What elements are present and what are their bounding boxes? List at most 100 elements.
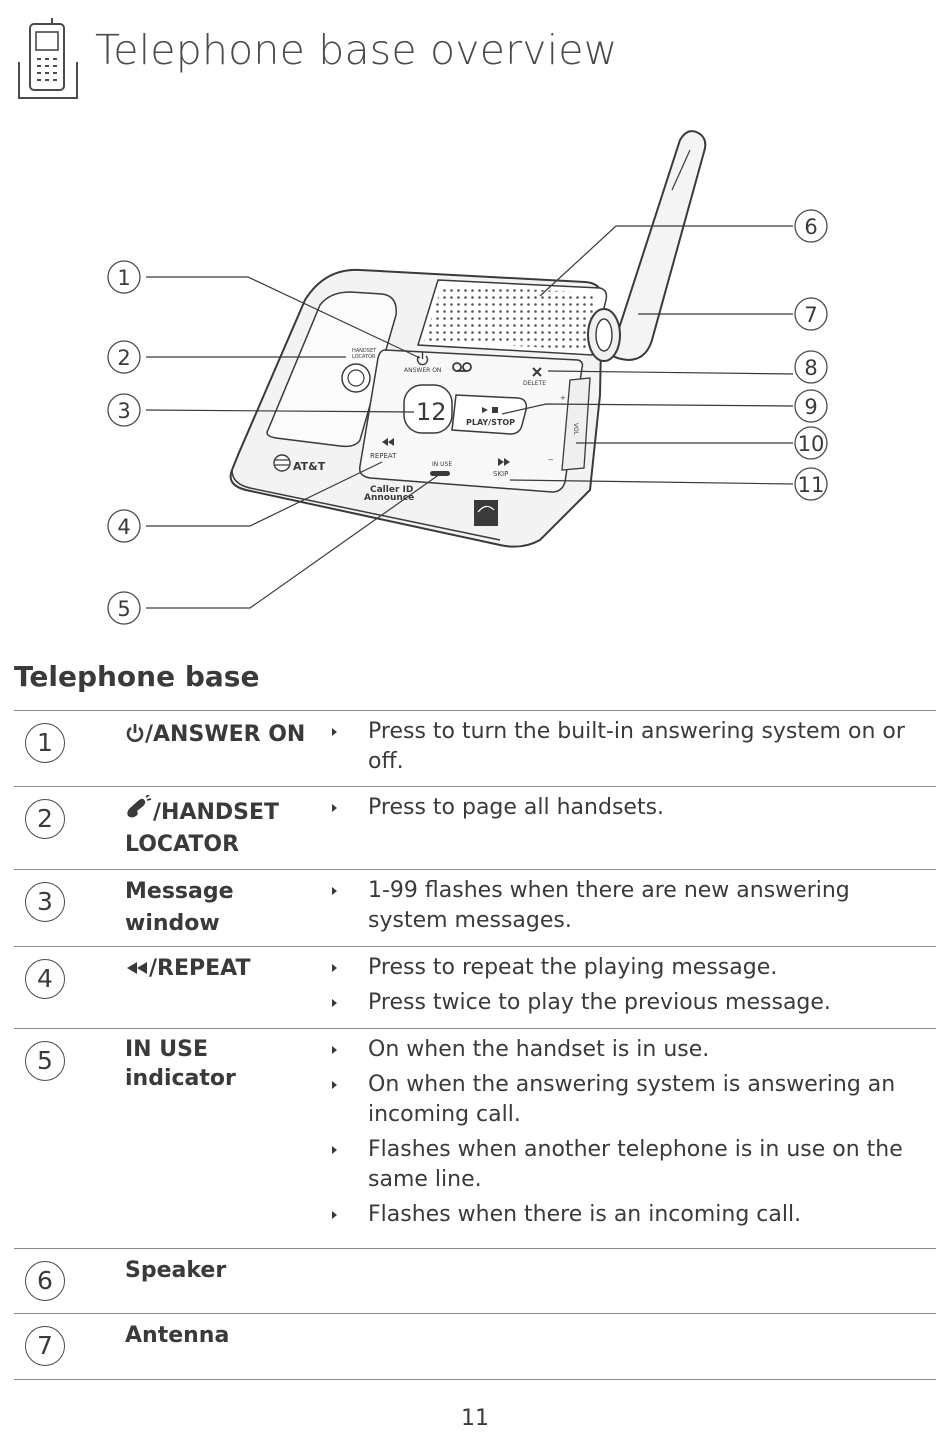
callout-num-5: 5 [117,597,130,621]
callout-3 [107,393,141,427]
handset-locator-button[interactable]: HANDSET LOCATOR [341,348,377,393]
row-bullets: Press to turn the built-in answering sys… [326,717,931,782]
play-stop-label: PLAY/STOP [466,418,515,427]
message-window: 12 [403,384,453,434]
row-label: Speaker [125,1255,315,1287]
handset-cradle [266,291,397,448]
row-label-text: /REPEAT [149,956,251,981]
in-use-label: IN USE [432,461,452,468]
row-label-text: Message window [125,879,234,936]
delete-button[interactable]: DELETE [523,367,546,387]
repeat-button[interactable]: REPEAT [370,438,397,460]
callout-num-3: 3 [117,399,130,423]
handset-locator-label-line2: LOCATOR [352,354,376,360]
row-label: IN USE indicator [125,1035,265,1093]
vol-label: VOL [572,423,579,436]
answer-on-button[interactable]: ANSWER ON [404,352,441,374]
row-label-text: /HANDSET LOCATOR [125,800,280,857]
answer-on-label: ANSWER ON [404,367,441,374]
row-bullets: Press to repeat the playing message. Pre… [326,953,931,1023]
leader-lines [145,225,794,609]
table-row: 5 IN USE indicator On when the handset i… [14,1029,936,1249]
callout-circles [107,209,828,625]
table-row: 4 /REPEAT Press to repeat the playing me… [14,947,936,1029]
callout-8 [794,350,828,384]
display-digits: 12 [416,398,447,426]
bullet-arrow-icon [332,1146,337,1154]
handset-locator-label-line1: HANDSET [352,348,377,354]
bullet-text: Flashes when there is an incoming call. [368,1202,802,1227]
power-icon [126,724,144,742]
bullet-text: Press to repeat the playing message. [368,955,778,980]
row-bullets: Press to page all handsets. [326,793,931,828]
bullet-item: Press twice to play the previous message… [326,988,931,1018]
callout-2 [107,340,141,374]
caller-id-line2: Announce [364,493,414,503]
bullet-item: Press to repeat the playing message. [326,953,931,983]
row-bullets: On when the handset is in use. On when t… [326,1035,931,1235]
page-header: Telephone base overview [0,0,950,110]
row-number: 4 [25,959,65,999]
row-number: 1 [25,723,65,763]
bullet-arrow-icon [332,1211,337,1219]
in-use-indicator: IN USE [430,461,452,476]
row-label: /HANDSET LOCATOR [125,795,315,861]
bullet-arrow-icon [332,999,337,1007]
callout-10 [794,426,828,460]
bullet-text: On when the answering system is answerin… [368,1072,896,1127]
caller-id-announce-text: Caller ID Announce [364,485,414,503]
callout-9 [794,389,828,423]
row-number: 3 [25,882,65,922]
att-logo: AT&T [273,454,326,473]
bullet-text: Flashes when another telephone is in use… [368,1137,903,1192]
feature-table: 1 /ANSWER ON Press to turn the built-in … [14,710,936,1380]
row-label: /REPEAT [125,953,315,985]
bullet-text: Press to turn the built-in answering sys… [368,719,905,774]
callout-num-9: 9 [804,395,817,419]
bullet-item: Flashes when another telephone is in use… [326,1135,931,1195]
bullet-item: On when the answering system is answerin… [326,1070,931,1130]
bullet-arrow-icon [332,1046,337,1054]
callout-num-10: 10 [798,432,825,456]
table-row: 1 /ANSWER ON Press to turn the built-in … [14,711,936,787]
row-number: 2 [25,799,65,839]
bullet-text: Press to page all handsets. [368,795,665,820]
row-label: Message window [125,876,275,940]
brand-label: AT&T [293,460,326,473]
telephone-base-diagram: HANDSET LOCATOR AT&T ANSWER ON DELETE 12 [107,130,828,625]
play-stop-button[interactable]: PLAY/STOP [451,394,528,435]
callout-num-7: 7 [804,303,817,327]
callout-11 [794,467,828,501]
callout-1 [107,260,141,294]
table-row: 3 Message window 1-99 flashes when there… [14,870,936,947]
bullet-arrow-icon [332,887,337,895]
bullet-item: Press to turn the built-in answering sys… [326,717,931,777]
energy-star-badge [474,500,498,526]
callout-num-6: 6 [804,215,817,239]
bullet-item: Flashes when there is an incoming call. [326,1200,931,1230]
bullet-arrow-icon [332,964,337,972]
bullet-text: 1-99 flashes when there are new answerin… [368,878,850,933]
callout-6 [794,209,828,243]
callout-5 [107,591,141,625]
speaker-grille [417,279,608,356]
callout-num-11: 11 [798,473,825,497]
row-label-text: /ANSWER ON [145,722,306,747]
bullet-arrow-icon [332,804,337,812]
row-label-text: IN USE indicator [125,1037,236,1091]
bullet-text: Press twice to play the previous message… [368,990,831,1015]
bullet-item: Press to page all handsets. [326,793,931,823]
row-number: 7 [25,1326,65,1366]
page-number: 11 [461,1406,489,1431]
callout-num-8: 8 [804,356,817,380]
callout-4 [107,509,141,543]
callout-7 [794,297,828,331]
callout-num-1: 1 [117,266,130,290]
callout-numbers: 1 2 3 4 5 6 7 8 9 10 11 [117,215,824,621]
volume-control[interactable]: + − VOL [548,377,591,471]
section-heading: Telephone base [14,660,260,693]
vol-minus: − [548,456,554,464]
delete-label: DELETE [523,380,546,387]
callout-num-4: 4 [117,515,130,539]
skip-button[interactable]: SKIP [493,458,510,478]
